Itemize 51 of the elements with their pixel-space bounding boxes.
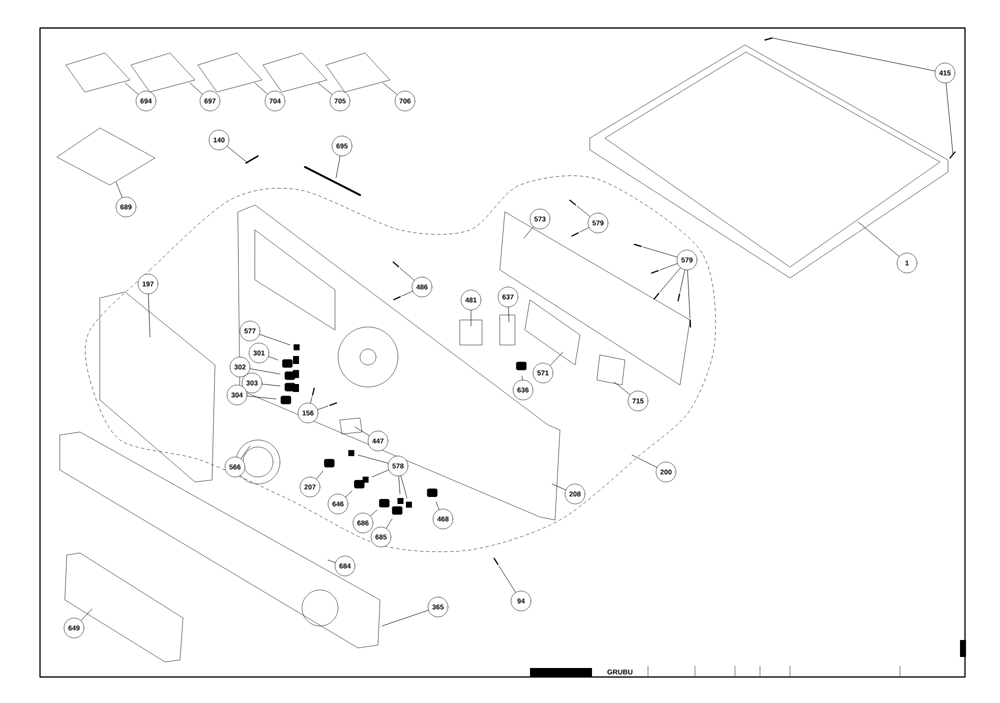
leader-line [772, 38, 936, 72]
leader-line [398, 476, 400, 494]
leader-line [268, 356, 278, 360]
leader-line [124, 82, 139, 95]
leader-line [660, 268, 681, 292]
leader-line [370, 510, 378, 516]
leader-line [687, 270, 690, 318]
leader-line [318, 82, 332, 95]
leader-line [310, 396, 312, 404]
leader-line [470, 310, 472, 326]
leader-line [259, 334, 290, 346]
leader-line [345, 490, 352, 498]
leader-line [508, 306, 510, 322]
leader-line [386, 518, 392, 529]
leader-line [576, 206, 590, 217]
leader-line [262, 384, 280, 386]
leader-line [246, 396, 276, 400]
leader-line [372, 470, 389, 478]
leader-line [580, 227, 590, 232]
leader-line [226, 146, 248, 164]
leader-line [354, 426, 370, 436]
leader-line [400, 476, 408, 498]
leader-line [550, 352, 564, 366]
leader-line [328, 560, 336, 563]
leader-line [400, 268, 415, 281]
leader-line [358, 454, 388, 464]
leader-line [946, 82, 954, 156]
leader-line [614, 382, 630, 395]
leader-line [336, 156, 340, 178]
leader-line [436, 502, 440, 510]
leader-line [250, 368, 280, 374]
leader-line [190, 82, 203, 94]
leader-line [632, 454, 658, 468]
leader-line [254, 82, 268, 94]
leader-line [80, 608, 92, 621]
leader-line [148, 294, 150, 338]
leader-line [660, 263, 678, 270]
leader-line [316, 470, 324, 480]
leader-line [522, 376, 523, 380]
leader-line [116, 182, 122, 198]
leader-line [680, 270, 686, 292]
leader-line [642, 246, 678, 258]
leader-line [382, 610, 429, 626]
leader-line [402, 290, 413, 296]
leader-line [498, 566, 516, 593]
leader-line [524, 226, 534, 238]
leader-line [858, 222, 900, 257]
leader-line [240, 446, 250, 459]
leader-line [552, 484, 566, 490]
leader-line [317, 406, 328, 410]
leader-line [382, 82, 398, 95]
